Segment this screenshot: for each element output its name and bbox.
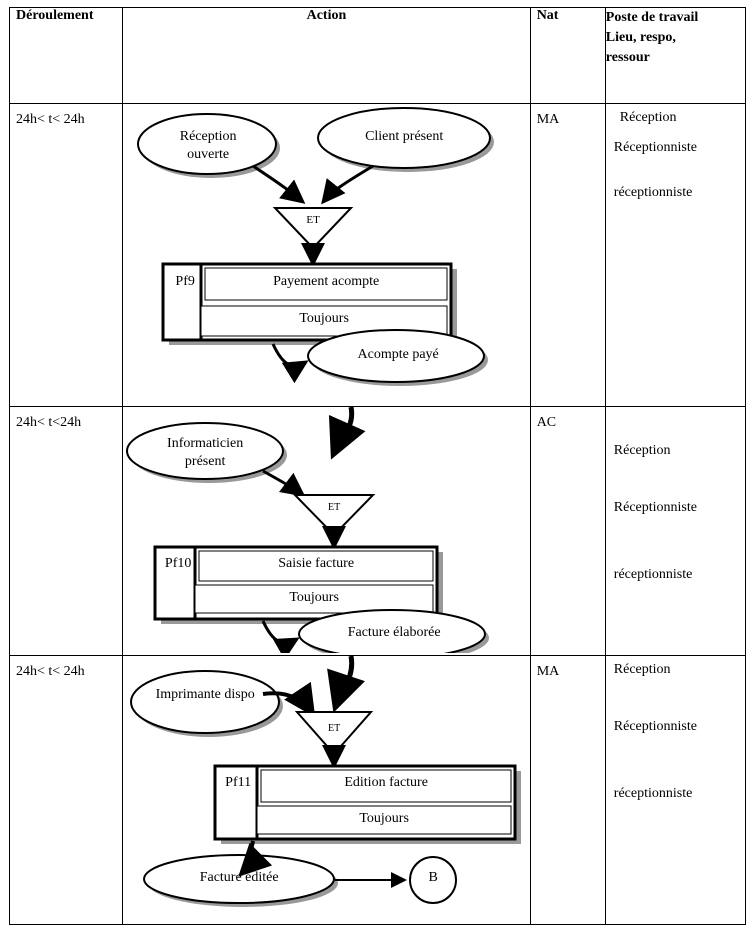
poste-line: Réceptionniste bbox=[613, 140, 697, 156]
activity-code-1: Pf9 bbox=[175, 274, 195, 290]
deroulement-text-1: 24h< t< 24h bbox=[16, 112, 85, 128]
header-action: Action bbox=[122, 6, 531, 105]
event-label-reception-ouverte: Réception ouverte bbox=[179, 129, 237, 163]
table-row: 24h< t<24h bbox=[8, 406, 747, 657]
gate-label-3: ET bbox=[328, 723, 341, 735]
process-flow-table: Déroulement Action Nat Poste de travail … bbox=[8, 6, 747, 925]
activity-code-2: Pf10 bbox=[164, 556, 192, 572]
poste-line: réceptionniste bbox=[613, 185, 693, 201]
cell-nat-1: MA bbox=[529, 103, 606, 408]
poste-line: Réceptionniste bbox=[613, 500, 697, 516]
poste-list-3: Réception Réceptionniste réceptionniste bbox=[606, 656, 745, 801]
result-label-2: Facture élaborée bbox=[347, 625, 441, 641]
poste-line: Réception bbox=[619, 110, 677, 126]
poste-line: Réceptionniste bbox=[613, 719, 697, 735]
cell-deroulement-2: 24h< t<24h bbox=[8, 406, 124, 657]
diagram-canvas-2: Informaticien présent ET Pf10 Saisie fac… bbox=[123, 407, 530, 655]
nat-text-1: MA bbox=[536, 112, 560, 128]
cell-nat-2: AC bbox=[529, 406, 606, 657]
cell-action-2: Informaticien présent ET Pf10 Saisie fac… bbox=[122, 406, 531, 657]
diagram-canvas-1: Réception ouverte Client présent ET Pf9 … bbox=[123, 104, 530, 406]
activity-condition-2: Toujours bbox=[289, 590, 339, 606]
gate-label-2: ET bbox=[328, 502, 341, 514]
event-ellipse-client-present bbox=[317, 107, 492, 170]
header-deroulement: Déroulement bbox=[8, 6, 124, 105]
header-poste-line1: Poste de travail bbox=[605, 10, 699, 25]
result-ellipse-1 bbox=[307, 329, 486, 384]
header-nat: Nat bbox=[529, 6, 606, 105]
result-label-1: Acompte payé bbox=[357, 347, 439, 363]
event-ellipse-imprimante-dispo bbox=[130, 670, 281, 735]
activity-label-2: Saisie facture bbox=[278, 556, 355, 572]
poste-list-1: Réception Réceptionniste réceptionniste bbox=[606, 104, 745, 200]
table-row: 24h< t< 24h bbox=[8, 655, 747, 925]
cell-deroulement-3: 24h< t< 24h bbox=[8, 655, 124, 925]
poste-line: Réception bbox=[613, 443, 671, 459]
result-label-3: Facture éditée bbox=[199, 870, 279, 886]
event-label-informaticien-present: Informaticien présent bbox=[167, 436, 244, 470]
activity-condition-1: Toujours bbox=[299, 311, 349, 327]
header-poste-line3: ressour bbox=[605, 50, 650, 65]
terminator-label-3: B bbox=[428, 870, 438, 886]
poste-list-2: Réception Réceptionniste réceptionniste bbox=[606, 407, 745, 582]
cell-action-3: Imprimante dispo ET Pf11 Edition facture… bbox=[122, 655, 531, 925]
event-label-imprimante-dispo: Imprimante dispo bbox=[155, 687, 255, 703]
activity-code-3: Pf11 bbox=[225, 775, 252, 791]
event-ellipse-reception-ouverte bbox=[137, 113, 278, 176]
diagram-canvas-3: Imprimante dispo ET Pf11 Edition facture… bbox=[123, 656, 530, 924]
poste-line: Réception bbox=[613, 662, 671, 678]
event-label-client-present: Client présent bbox=[365, 129, 444, 145]
cell-poste-2: Réception Réceptionniste réceptionniste bbox=[604, 406, 747, 657]
cell-poste-1: Réception Réceptionniste réceptionniste bbox=[604, 103, 747, 408]
activity-label-1: Payement acompte bbox=[273, 274, 380, 290]
cell-deroulement-1: 24h< t< 24h bbox=[8, 103, 124, 408]
deroulement-text-2: 24h< t<24h bbox=[16, 415, 82, 431]
poste-line: réceptionniste bbox=[613, 567, 693, 583]
gate-label-1: ET bbox=[306, 214, 320, 227]
deroulement-text-3: 24h< t< 24h bbox=[16, 664, 85, 680]
header-poste: Poste de travail Lieu, respo, ressour bbox=[604, 6, 747, 105]
table-header-row: Déroulement Action Nat Poste de travail … bbox=[8, 6, 747, 105]
result-ellipse-2 bbox=[298, 609, 487, 654]
event-ellipse-informaticien-present bbox=[126, 422, 285, 481]
cell-poste-3: Réception Réceptionniste réceptionniste bbox=[604, 655, 747, 925]
table-row: 24h< t< 24h bbox=[8, 103, 747, 408]
poste-line: réceptionniste bbox=[613, 786, 693, 802]
cell-action-1: Réception ouverte Client présent ET Pf9 … bbox=[122, 103, 531, 408]
nat-text-3: MA bbox=[536, 664, 560, 680]
terminator-circle-B bbox=[409, 856, 458, 905]
header-poste-line2: Lieu, respo, bbox=[605, 30, 676, 45]
activity-condition-3: Toujours bbox=[359, 811, 409, 827]
cell-nat-3: MA bbox=[529, 655, 606, 925]
nat-text-2: AC bbox=[536, 415, 557, 431]
activity-label-3: Edition facture bbox=[344, 775, 428, 791]
